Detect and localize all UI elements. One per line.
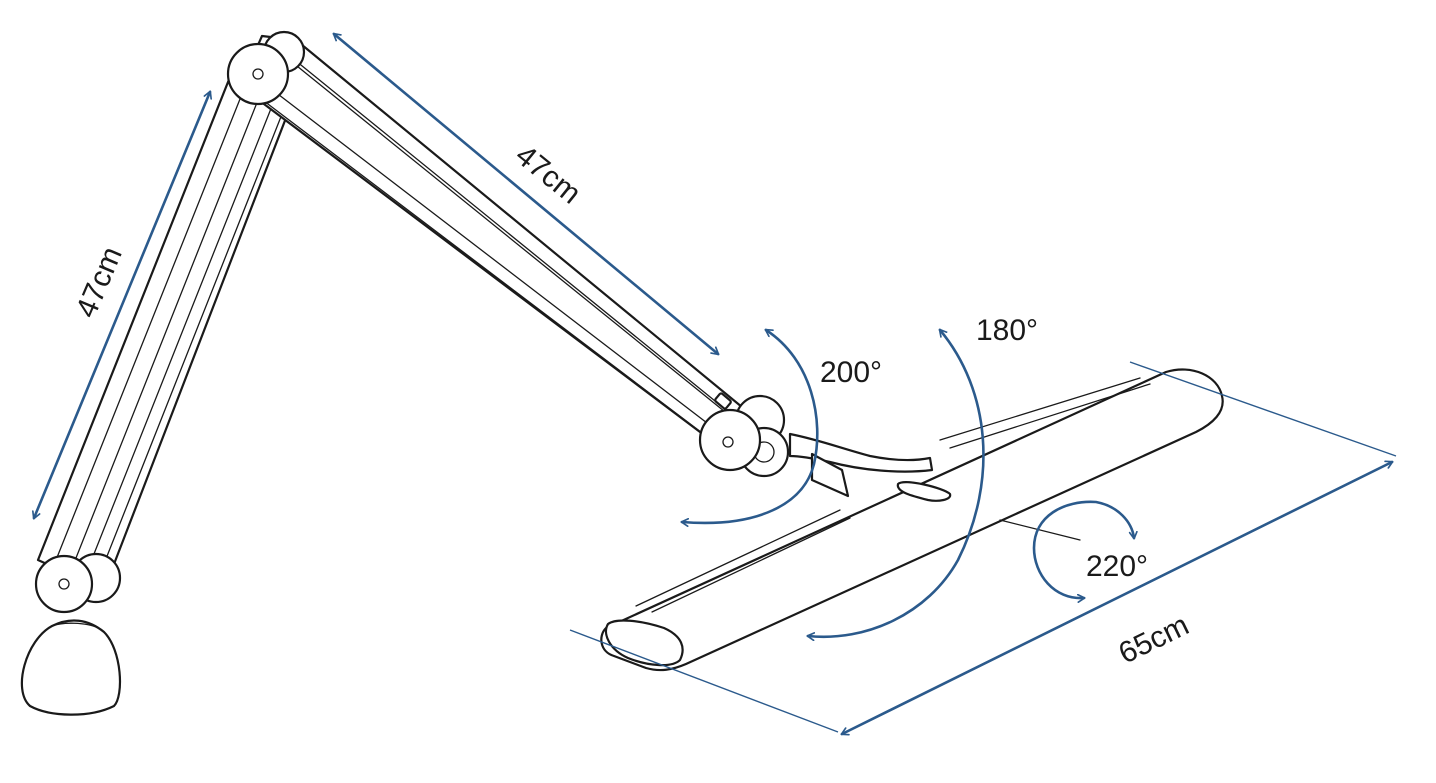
dimension-annotations: 47cm 47cm 200° 180° 220° 65cm	[34, 34, 1397, 734]
lower-arm-length-arrow	[34, 92, 210, 518]
head-length-extension-left	[569, 629, 839, 733]
elbow-rotation-label: 200°	[820, 356, 882, 389]
lower-arm	[36, 70, 298, 592]
upper-arm-length-arrow	[334, 34, 718, 354]
head-length-arrow	[842, 462, 1392, 734]
top-joint	[226, 30, 306, 106]
lower-joint	[34, 552, 122, 614]
lamp-illustration	[20, 30, 1224, 716]
head-swivel-label: 220°	[1086, 550, 1148, 583]
head-length-extension-right	[1129, 361, 1397, 457]
head-tilt-label: 180°	[976, 314, 1038, 347]
head-length-label: 65cm	[1114, 609, 1194, 671]
upper-arm-length-label: 47cm	[509, 139, 587, 211]
lamp-base	[20, 619, 122, 716]
upper-arm	[238, 34, 750, 446]
